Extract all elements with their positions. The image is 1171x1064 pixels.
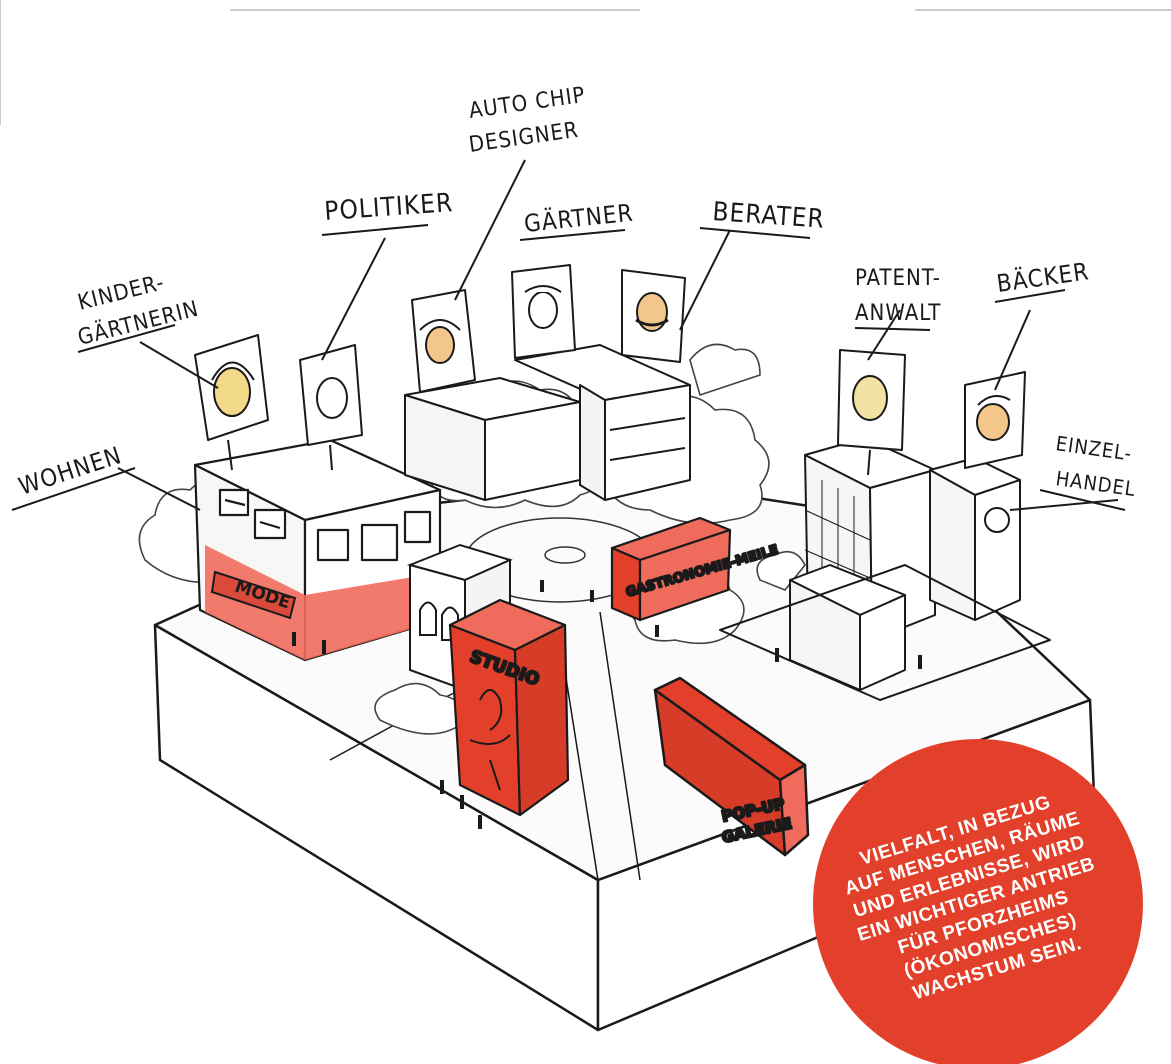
label-patent-1: PATENT- <box>855 266 941 291</box>
portrait-cards <box>194 264 1026 476</box>
label-gaertner: GÄRTNER <box>523 198 635 238</box>
portrait-auto-chip-designer <box>411 289 476 393</box>
label-wohnen: WOHNEN <box>15 441 125 501</box>
leader-lines <box>11 159 1126 511</box>
label-patent-2: ANWALT <box>855 301 941 326</box>
portrait-patent-anwalt <box>837 349 906 476</box>
label-politiker: POLITIKER <box>323 188 454 227</box>
quote-badge: VIELFALT, IN BEZUG AUF MENSCHEN, RÄUME U… <box>813 739 1143 1064</box>
portrait-politiker <box>299 344 363 471</box>
portrait-kindergaertnerin <box>194 334 269 471</box>
people-figures <box>292 580 922 829</box>
label-auto-chip-1: AUTO CHIP <box>467 83 587 124</box>
portrait-berater <box>621 269 686 363</box>
top-border <box>0 0 1171 125</box>
studio-tower: STUDIO <box>448 598 570 817</box>
label-baecker: BÄCKER <box>995 256 1091 298</box>
label-einzel-1: EINZEL- <box>1054 431 1134 465</box>
right-buildings <box>719 437 1051 701</box>
label-auto-chip-2: DESIGNER <box>467 118 580 158</box>
portrait-baecker <box>964 371 1026 469</box>
label-berater: BERATER <box>712 197 826 235</box>
portrait-gaertner <box>511 264 576 359</box>
center-buildings <box>404 344 691 501</box>
